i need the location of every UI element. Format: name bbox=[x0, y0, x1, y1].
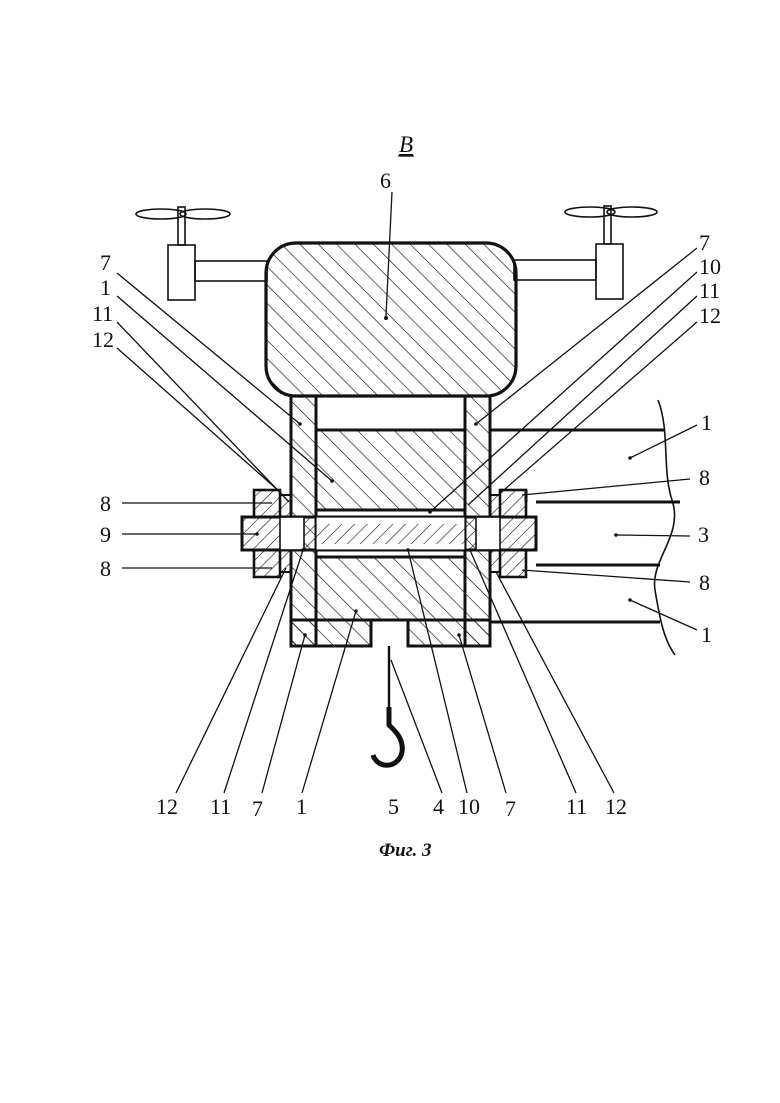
sleeve-right bbox=[476, 517, 500, 550]
label-bottom-5: 5 bbox=[388, 794, 399, 819]
label-8-right-top: 8 bbox=[699, 465, 710, 490]
label-bottom-10: 10 bbox=[458, 794, 480, 819]
label-6: 6 bbox=[380, 168, 391, 193]
bushing-right-top bbox=[490, 495, 500, 517]
view-label: B bbox=[399, 132, 413, 157]
hook-5 bbox=[373, 707, 402, 765]
label-bottom-11-right: 11 bbox=[566, 794, 587, 819]
label-7-right: 7 bbox=[699, 230, 710, 255]
label-3-right: 3 bbox=[698, 522, 709, 547]
label-bottom-11-left: 11 bbox=[210, 794, 231, 819]
label-12-left: 12 bbox=[92, 327, 114, 352]
rail-1-upper-section bbox=[316, 430, 465, 510]
label-10-right: 10 bbox=[699, 254, 721, 279]
sleeve-left bbox=[280, 517, 304, 550]
label-11-right: 11 bbox=[699, 278, 720, 303]
figure-caption: Фиг. 3 bbox=[379, 840, 431, 861]
bearing-left-bottom bbox=[254, 550, 280, 577]
right-motor bbox=[596, 244, 623, 299]
label-bottom-12-right: 12 bbox=[605, 794, 627, 819]
label-12-right: 12 bbox=[699, 303, 721, 328]
label-1-right-bottom: 1 bbox=[701, 622, 712, 647]
bushing-right-bottom bbox=[490, 550, 500, 572]
bearing-right-bottom bbox=[500, 550, 526, 577]
break-line bbox=[654, 400, 675, 655]
bracket-right-foot bbox=[408, 620, 490, 646]
label-8-right-bottom: 8 bbox=[699, 570, 710, 595]
left-motor bbox=[168, 245, 195, 300]
label-bottom-7-right: 7 bbox=[505, 796, 516, 821]
label-9-left: 9 bbox=[100, 522, 111, 547]
label-1-right-top: 1 bbox=[701, 410, 712, 435]
label-bottom-4: 4 bbox=[433, 794, 444, 819]
label-11-left: 11 bbox=[92, 301, 113, 326]
bearing-right-top bbox=[500, 490, 526, 517]
label-bottom-12-left: 12 bbox=[156, 794, 178, 819]
label-8-left-top: 8 bbox=[100, 491, 111, 516]
label-bottom-7-left: 7 bbox=[252, 796, 263, 821]
label-bottom-1: 1 bbox=[296, 794, 307, 819]
drone-body-6 bbox=[266, 243, 516, 396]
rail-1-lower-section bbox=[316, 557, 465, 620]
tube-10-hatch bbox=[316, 524, 465, 544]
label-7-left: 7 bbox=[100, 250, 111, 275]
label-1-left: 1 bbox=[100, 275, 111, 300]
right-arm bbox=[514, 260, 596, 280]
drone bbox=[136, 206, 657, 396]
left-arm bbox=[195, 261, 267, 281]
left-propeller-blade-b bbox=[180, 209, 230, 219]
label-8-left-bottom: 8 bbox=[100, 556, 111, 581]
